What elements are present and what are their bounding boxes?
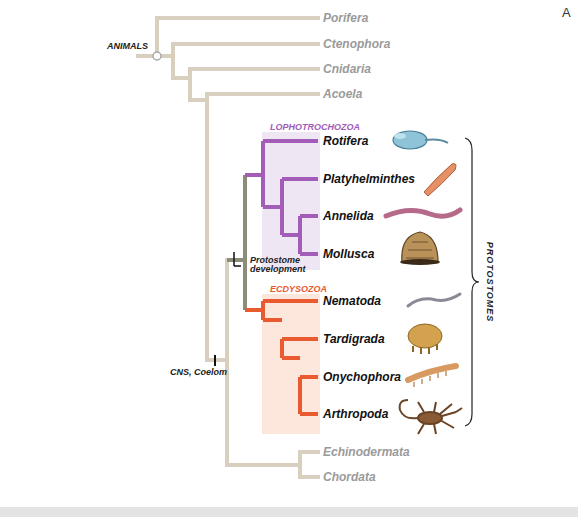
trait-label: CNS, Coelom: [170, 367, 227, 377]
clade-shading-layer: [262, 132, 320, 270]
clade-bracket-label: PROTOSTOMES: [486, 242, 496, 323]
annelid-picture: [386, 210, 460, 216]
taxon-name: Porifera: [323, 11, 368, 25]
tree-branches: [138, 18, 318, 477]
rotifer-picture: [393, 131, 448, 149]
protostome-stem: [227, 175, 245, 310]
taxon-name: Mollusca: [323, 247, 374, 261]
taxon-name: Nematoda: [323, 294, 381, 308]
clade-heading: LOPHOTROCHOZOA: [270, 122, 360, 132]
clade-shading: [262, 294, 320, 434]
taxon-name: Tardigrada: [323, 332, 385, 346]
protostome-bracket: [465, 138, 479, 426]
tardigrade-picture: [408, 324, 442, 354]
root-label: ANIMALS: [107, 41, 148, 51]
taxon-name: Platyhelminthes: [323, 172, 415, 186]
taxon-name: Chordata: [323, 470, 376, 484]
ecdysozoa-branches: [245, 301, 318, 414]
lophotrochozoa-branches: [245, 141, 318, 254]
taxon-name: Ctenophora: [323, 37, 390, 51]
taxon-name: Acoela: [323, 87, 362, 101]
taxon-name: Rotifera: [323, 134, 368, 148]
clade-shading-layer: [262, 294, 320, 434]
clade-band: ECDYSOZOA: [262, 284, 327, 434]
protostome-tick: [234, 252, 241, 266]
trait-label: Protostome development: [250, 256, 312, 275]
taxon-name: Echinodermata: [323, 445, 410, 459]
taxon-name: Cnidaria: [323, 62, 371, 76]
onychophoran-picture: [408, 366, 456, 387]
clade-shading: [262, 132, 320, 270]
nematode-picture: [408, 294, 460, 306]
taxon-name: Annelida: [323, 209, 374, 223]
taxon-name: Arthropoda: [323, 407, 388, 421]
taxon-name: Onychophora: [323, 370, 401, 384]
root-node: [153, 52, 161, 60]
corner-letter: A: [562, 5, 571, 20]
scorpion-picture: [400, 400, 462, 434]
mollusc-picture: [400, 232, 440, 265]
bottom-bar: [0, 507, 578, 517]
cns-tick: [214, 355, 216, 366]
clade-heading: ECDYSOZOA: [270, 284, 327, 294]
flatworm-picture: [424, 164, 456, 196]
